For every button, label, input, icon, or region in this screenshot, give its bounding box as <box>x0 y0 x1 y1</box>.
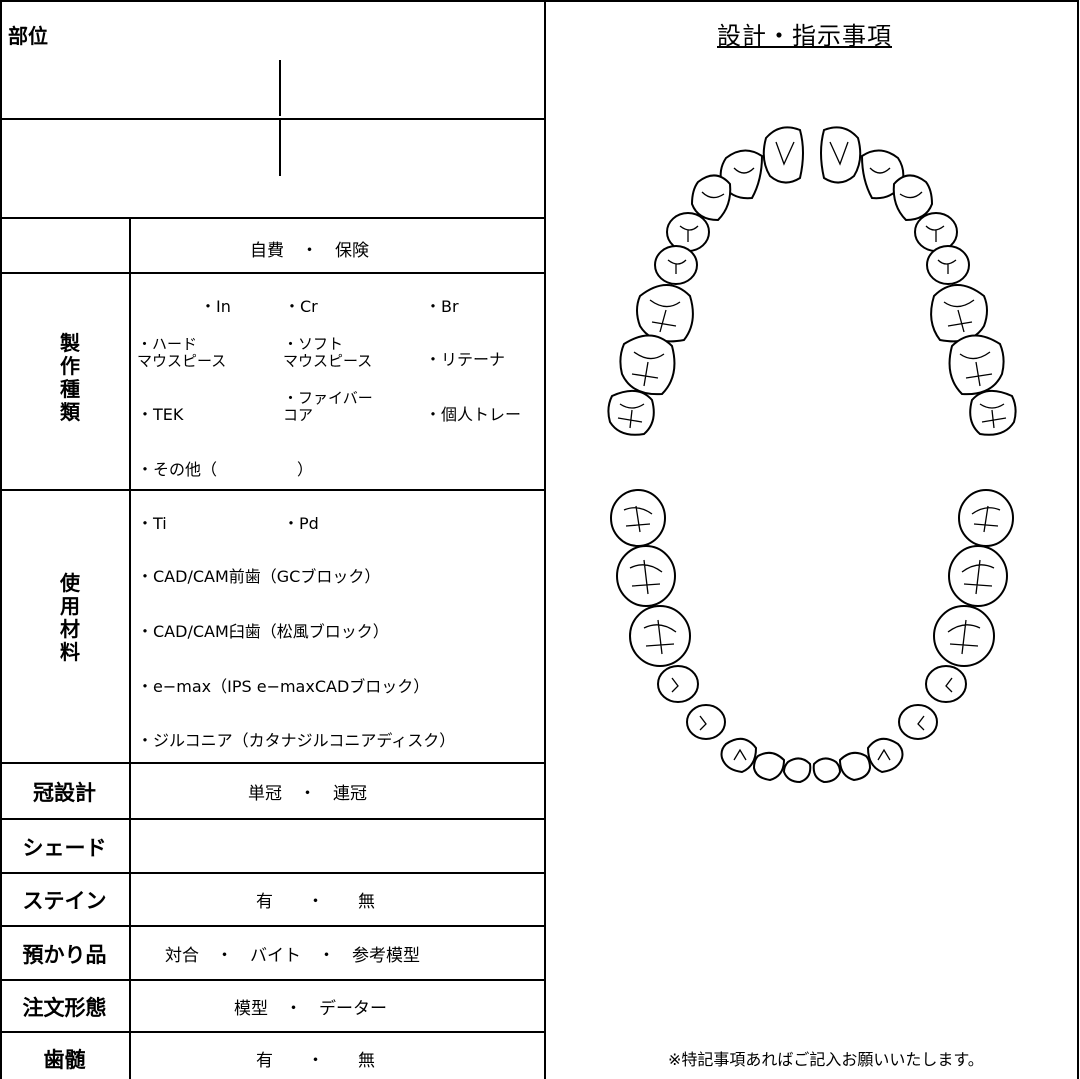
crown-design-label: 冠設計 <box>33 781 96 805</box>
option-retainer[interactable]: ・リテーナ <box>425 350 506 369</box>
row-line <box>0 1031 546 1033</box>
option-br[interactable]: ・Br <box>425 297 459 316</box>
option-tek[interactable]: ・TEK <box>137 405 184 424</box>
row-line <box>0 489 546 491</box>
option-hard-mouthpiece[interactable]: ・ハード マウスピース <box>137 335 227 370</box>
part-label: 部位 <box>8 24 48 48</box>
tooth-lower-center-right[interactable] <box>812 757 842 784</box>
row-line <box>0 979 546 981</box>
stain-label: ステイン <box>22 889 107 913</box>
deposit-label: 預かり品 <box>22 943 107 967</box>
table-right-border <box>544 0 546 1079</box>
option-fiber-core[interactable]: ・ファイバー コア <box>283 389 373 424</box>
deposit-options[interactable]: 対合 ・ バイト ・ 参考模型 <box>165 946 420 966</box>
order-form-label: 注文形態 <box>22 996 107 1020</box>
row-line <box>0 872 546 874</box>
row-line <box>0 272 546 274</box>
material-label: 使 用 材 料 <box>60 571 80 664</box>
tooth-lower-lateral-right[interactable] <box>838 751 872 782</box>
material-zirconia[interactable]: ・ジルコニア（カタナジルコニアディスク） <box>137 731 456 750</box>
crown-design-options[interactable]: 単冠 ・ 連冠 <box>248 784 367 804</box>
special-notes-instruction: ※特記事項あればご記入お願いいたします。 <box>668 1050 984 1069</box>
tooth-lower-canine-right[interactable] <box>866 737 904 774</box>
page-top-border <box>544 0 1079 2</box>
form-table <box>0 0 546 1079</box>
order-form-options[interactable]: 模型 ・ データー <box>234 999 387 1019</box>
option-cr[interactable]: ・Cr <box>284 297 318 316</box>
page-right-border <box>1077 0 1079 1079</box>
shade-label: シェード <box>22 836 107 860</box>
pulp-options[interactable]: 有 ・ 無 <box>256 1051 375 1071</box>
material-cad-front[interactable]: ・CAD/CAM前歯（GCブロック） <box>137 567 381 586</box>
row-line <box>0 217 546 219</box>
row-line <box>0 818 546 820</box>
option-soft-mouthpiece[interactable]: ・ソフト マウスピース <box>283 335 373 370</box>
dental-chart-diagram[interactable] <box>548 60 1076 820</box>
production-type-label: 製 作 種 類 <box>60 331 80 424</box>
payment-options[interactable]: 自費 ・ 保険 <box>250 241 369 261</box>
material-emax[interactable]: ・e−max（IPS e−maxCADブロック） <box>137 677 430 696</box>
tooth-upper-center-left[interactable] <box>762 126 804 184</box>
tooth-lower-premolar1-left[interactable] <box>686 704 726 740</box>
tooth-lower-canine-left[interactable] <box>720 737 758 774</box>
tooth-lower-lateral-left[interactable] <box>752 751 786 782</box>
option-custom-tray[interactable]: ・個人トレー <box>425 405 522 424</box>
option-in[interactable]: ・In <box>200 297 231 316</box>
design-instruction-title: 設計・指示事項 <box>717 22 892 50</box>
material-ti[interactable]: ・Ti <box>137 514 167 533</box>
row-line <box>0 762 546 764</box>
stain-options[interactable]: 有 ・ 無 <box>256 892 375 912</box>
material-cad-molar[interactable]: ・CAD/CAM臼歯（松風ブロック） <box>137 622 389 641</box>
part-mid-line <box>0 118 546 120</box>
tooth-lower-premolar1-right[interactable] <box>898 704 938 740</box>
part-lower-divider <box>279 120 281 176</box>
tooth-upper-center-right[interactable] <box>820 126 862 184</box>
tooth-lower-center-left[interactable] <box>782 757 812 784</box>
material-pd[interactable]: ・Pd <box>283 514 319 533</box>
row-line <box>0 925 546 927</box>
label-column-divider <box>129 217 131 1079</box>
pulp-label: 歯髄 <box>43 1048 86 1072</box>
option-other[interactable]: ・その他（ ） <box>137 460 314 479</box>
part-upper-divider <box>279 60 281 116</box>
tooth-lower-premolar2-right[interactable] <box>925 665 967 703</box>
tooth-lower-premolar2-left[interactable] <box>657 665 699 703</box>
